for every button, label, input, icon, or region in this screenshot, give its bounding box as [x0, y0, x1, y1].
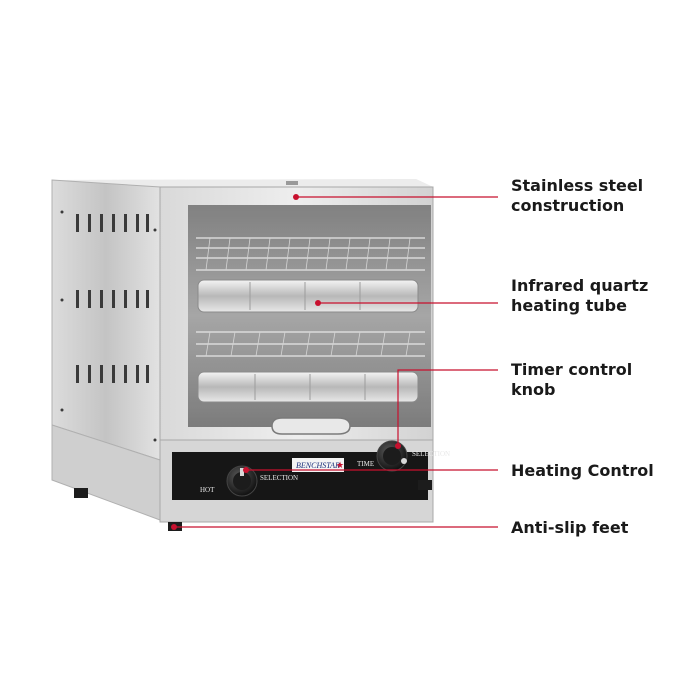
callout-line2: heating tube	[511, 296, 627, 315]
panel-label-selection-right: SELECTION	[412, 450, 450, 458]
callout-line1: Infrared quartz	[511, 276, 649, 295]
callout-timer-knob: Timer control knob	[511, 360, 632, 400]
door-handle	[271, 417, 351, 435]
callout-line1: Stainless steel	[511, 176, 644, 195]
callout-line2: knob	[511, 380, 556, 399]
side-vents	[60, 210, 157, 442]
upper-heating-tube	[197, 279, 419, 313]
callout-dot	[171, 524, 177, 530]
anti-slip-foot	[74, 488, 88, 498]
upper-wire-rack	[196, 237, 425, 271]
callout-dot	[315, 300, 321, 306]
callout-lines	[174, 196, 498, 528]
svg-text:★: ★	[336, 460, 344, 470]
timer-control-knob	[376, 440, 408, 472]
lower-heating-tube	[197, 371, 419, 403]
panel-label-time: TIME	[357, 460, 374, 468]
callout-dot	[395, 443, 401, 449]
panel-label-hot: HOT	[200, 486, 215, 494]
callout-heating-control: Heating Control	[511, 461, 654, 481]
callout-anti-slip-feet: Anti-slip feet	[511, 518, 628, 538]
callout-line1: Timer control	[511, 360, 633, 379]
callout-dot	[243, 467, 249, 473]
callout-line2: construction	[511, 196, 625, 215]
callout-heating-tube: Infrared quartz heating tube	[511, 276, 648, 316]
callout-stainless-steel: Stainless steel construction	[511, 176, 643, 216]
callout-line1: Anti-slip feet	[511, 518, 629, 537]
callout-line1: Heating Control	[511, 461, 654, 480]
toaster-side-panel	[51, 179, 161, 461]
callout-dot	[293, 194, 299, 200]
panel-label-selection-left: SELECTION	[260, 474, 298, 482]
brand-logo: BENCHSTAR	[296, 461, 340, 470]
lower-wire-rack	[196, 331, 425, 357]
heating-control-knob	[226, 465, 258, 497]
anti-slip-foot	[418, 480, 432, 490]
